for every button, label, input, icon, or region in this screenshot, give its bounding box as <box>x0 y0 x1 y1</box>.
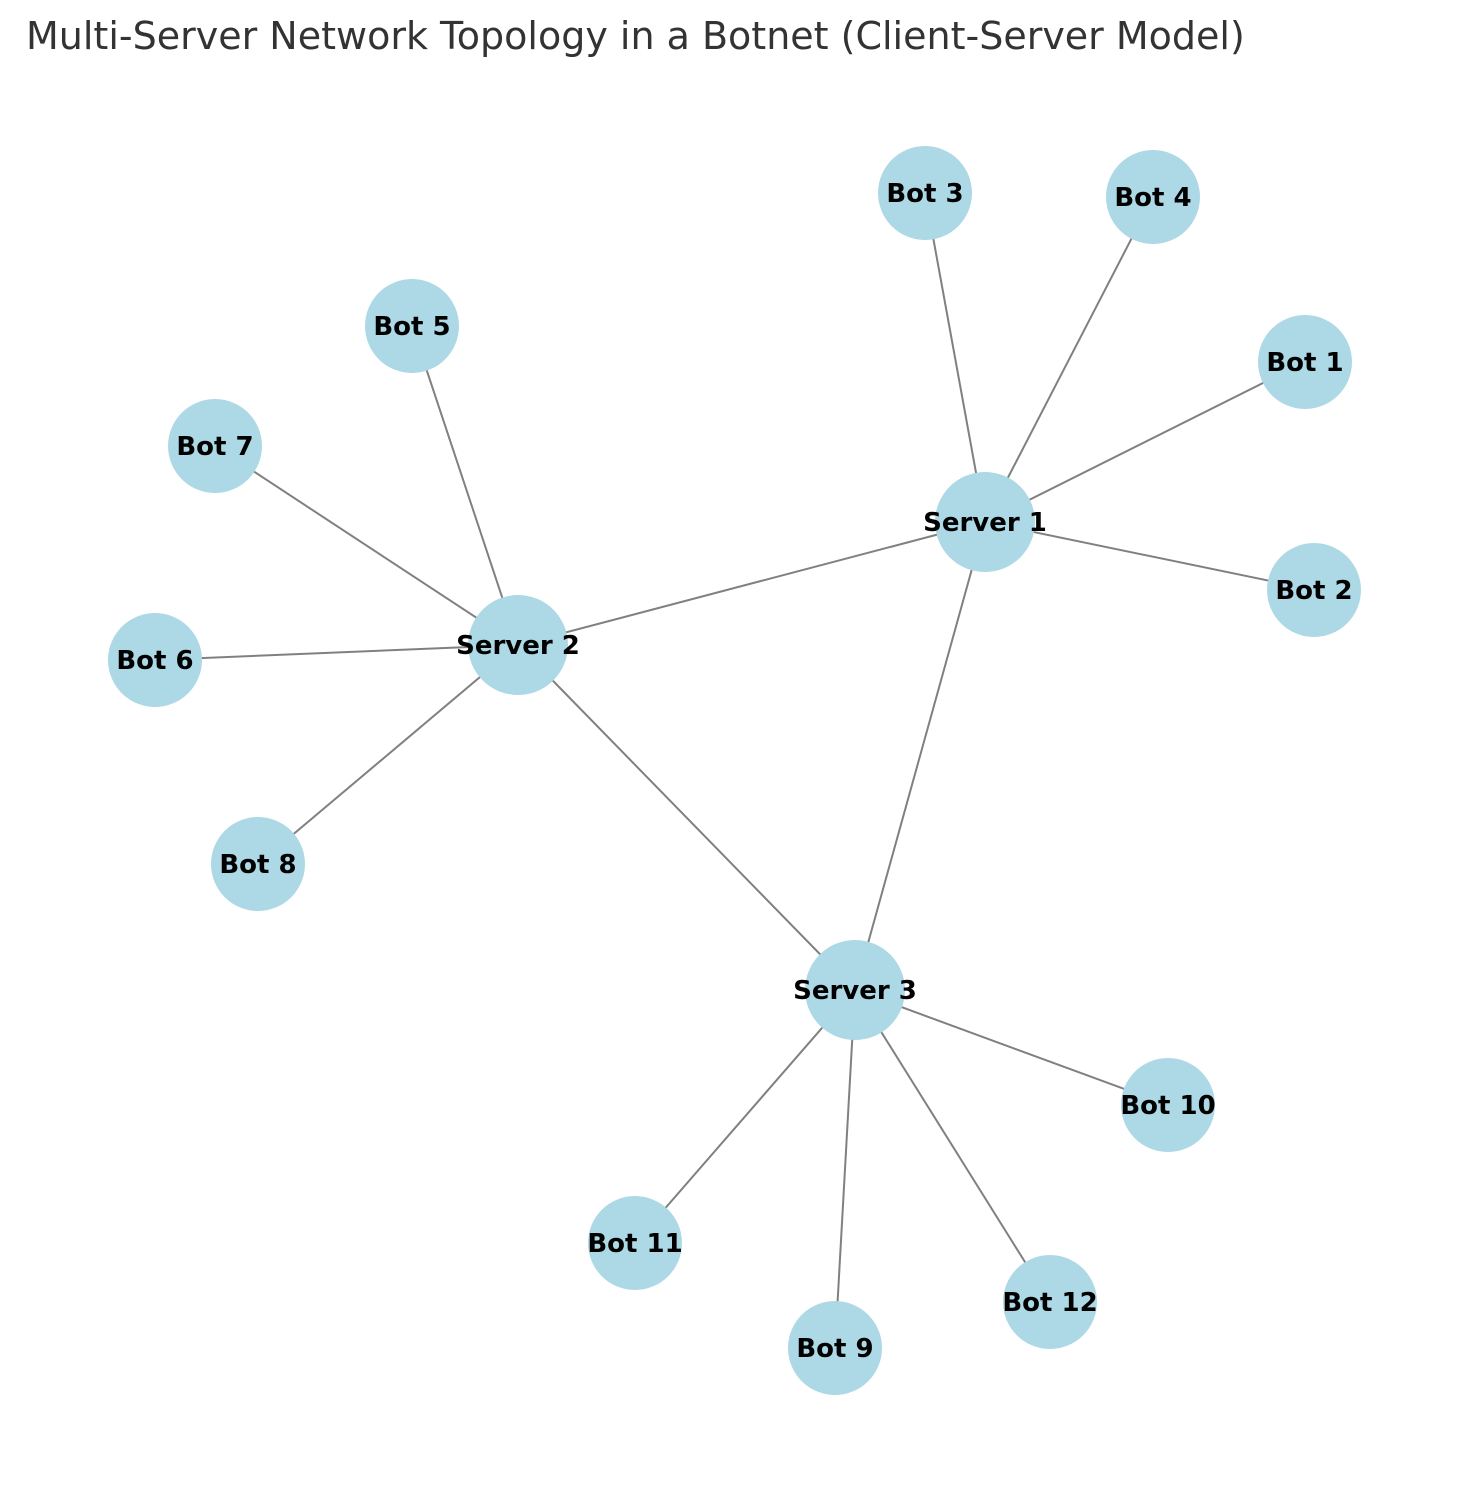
bot-node-circle <box>1267 543 1361 637</box>
node-bot4: Bot 4 <box>1106 150 1200 244</box>
node-label-bot8: Bot 8 <box>219 850 296 880</box>
node-label-bot1: Bot 1 <box>1266 348 1343 378</box>
node-label-bot11: Bot 11 <box>587 1229 682 1259</box>
edge-server3-bot12 <box>854 989 1051 1303</box>
edge-server1-bot2 <box>984 521 1315 591</box>
node-label-bot4: Bot 4 <box>1114 183 1191 213</box>
bot-node-circle <box>168 399 262 493</box>
bot-node-circle <box>1106 150 1200 244</box>
bot-node-circle <box>1121 1058 1215 1152</box>
node-label-server1: Server 1 <box>923 508 1047 538</box>
edge-server3-bot9 <box>834 989 856 1349</box>
node-label-bot7: Bot 7 <box>176 432 253 462</box>
node-bot8: Bot 8 <box>211 817 305 911</box>
edge-server2-bot7 <box>214 445 519 646</box>
node-bot10: Bot 10 <box>1120 1058 1216 1152</box>
bot-node-circle <box>878 146 972 240</box>
edge-server3-bot11 <box>634 989 856 1244</box>
edge-server1-server3 <box>854 521 986 991</box>
diagram-title: Multi-Server Network Topology in a Botne… <box>26 14 1245 58</box>
edge-server2-server3 <box>517 644 856 991</box>
edge-server1-bot1 <box>984 361 1306 523</box>
node-bot1: Bot 1 <box>1258 315 1352 409</box>
node-label-bot3: Bot 3 <box>886 179 963 209</box>
bot-node-circle <box>108 613 202 707</box>
node-label-bot2: Bot 2 <box>1275 576 1352 606</box>
server-node-circle <box>468 595 568 695</box>
node-label-server3: Server 3 <box>793 976 917 1006</box>
bot-node-circle <box>1003 1255 1097 1349</box>
node-server3: Server 3 <box>793 940 917 1040</box>
node-server1: Server 1 <box>923 472 1047 572</box>
edge-server1-server2 <box>517 521 986 646</box>
bot-node-circle <box>788 1301 882 1395</box>
node-bot12: Bot 12 <box>1002 1255 1098 1349</box>
edge-server3-bot10 <box>854 989 1169 1106</box>
server-node-circle <box>805 940 905 1040</box>
bot-node-circle <box>1258 315 1352 409</box>
node-bot3: Bot 3 <box>878 146 972 240</box>
edge-server1-bot4 <box>984 196 1154 523</box>
node-label-bot12: Bot 12 <box>1002 1288 1097 1318</box>
edge-server2-bot5 <box>411 325 519 646</box>
edge-server1-bot3 <box>924 192 986 523</box>
node-bot2: Bot 2 <box>1267 543 1361 637</box>
node-bot5: Bot 5 <box>365 279 459 373</box>
node-label-bot10: Bot 10 <box>1120 1091 1215 1121</box>
node-bot11: Bot 11 <box>587 1196 683 1290</box>
edge-server2-bot8 <box>257 644 519 865</box>
node-label-bot6: Bot 6 <box>116 646 193 676</box>
bot-node-circle <box>588 1196 682 1290</box>
node-label-server2: Server 2 <box>456 631 580 661</box>
node-label-bot5: Bot 5 <box>373 312 450 342</box>
node-bot6: Bot 6 <box>108 613 202 707</box>
edge-server2-bot6 <box>154 644 519 661</box>
node-server2: Server 2 <box>456 595 580 695</box>
node-bot7: Bot 7 <box>168 399 262 493</box>
bot-node-circle <box>211 817 305 911</box>
bot-node-circle <box>365 279 459 373</box>
node-bot9: Bot 9 <box>788 1301 882 1395</box>
node-label-bot9: Bot 9 <box>796 1334 873 1364</box>
server-node-circle <box>935 472 1035 572</box>
